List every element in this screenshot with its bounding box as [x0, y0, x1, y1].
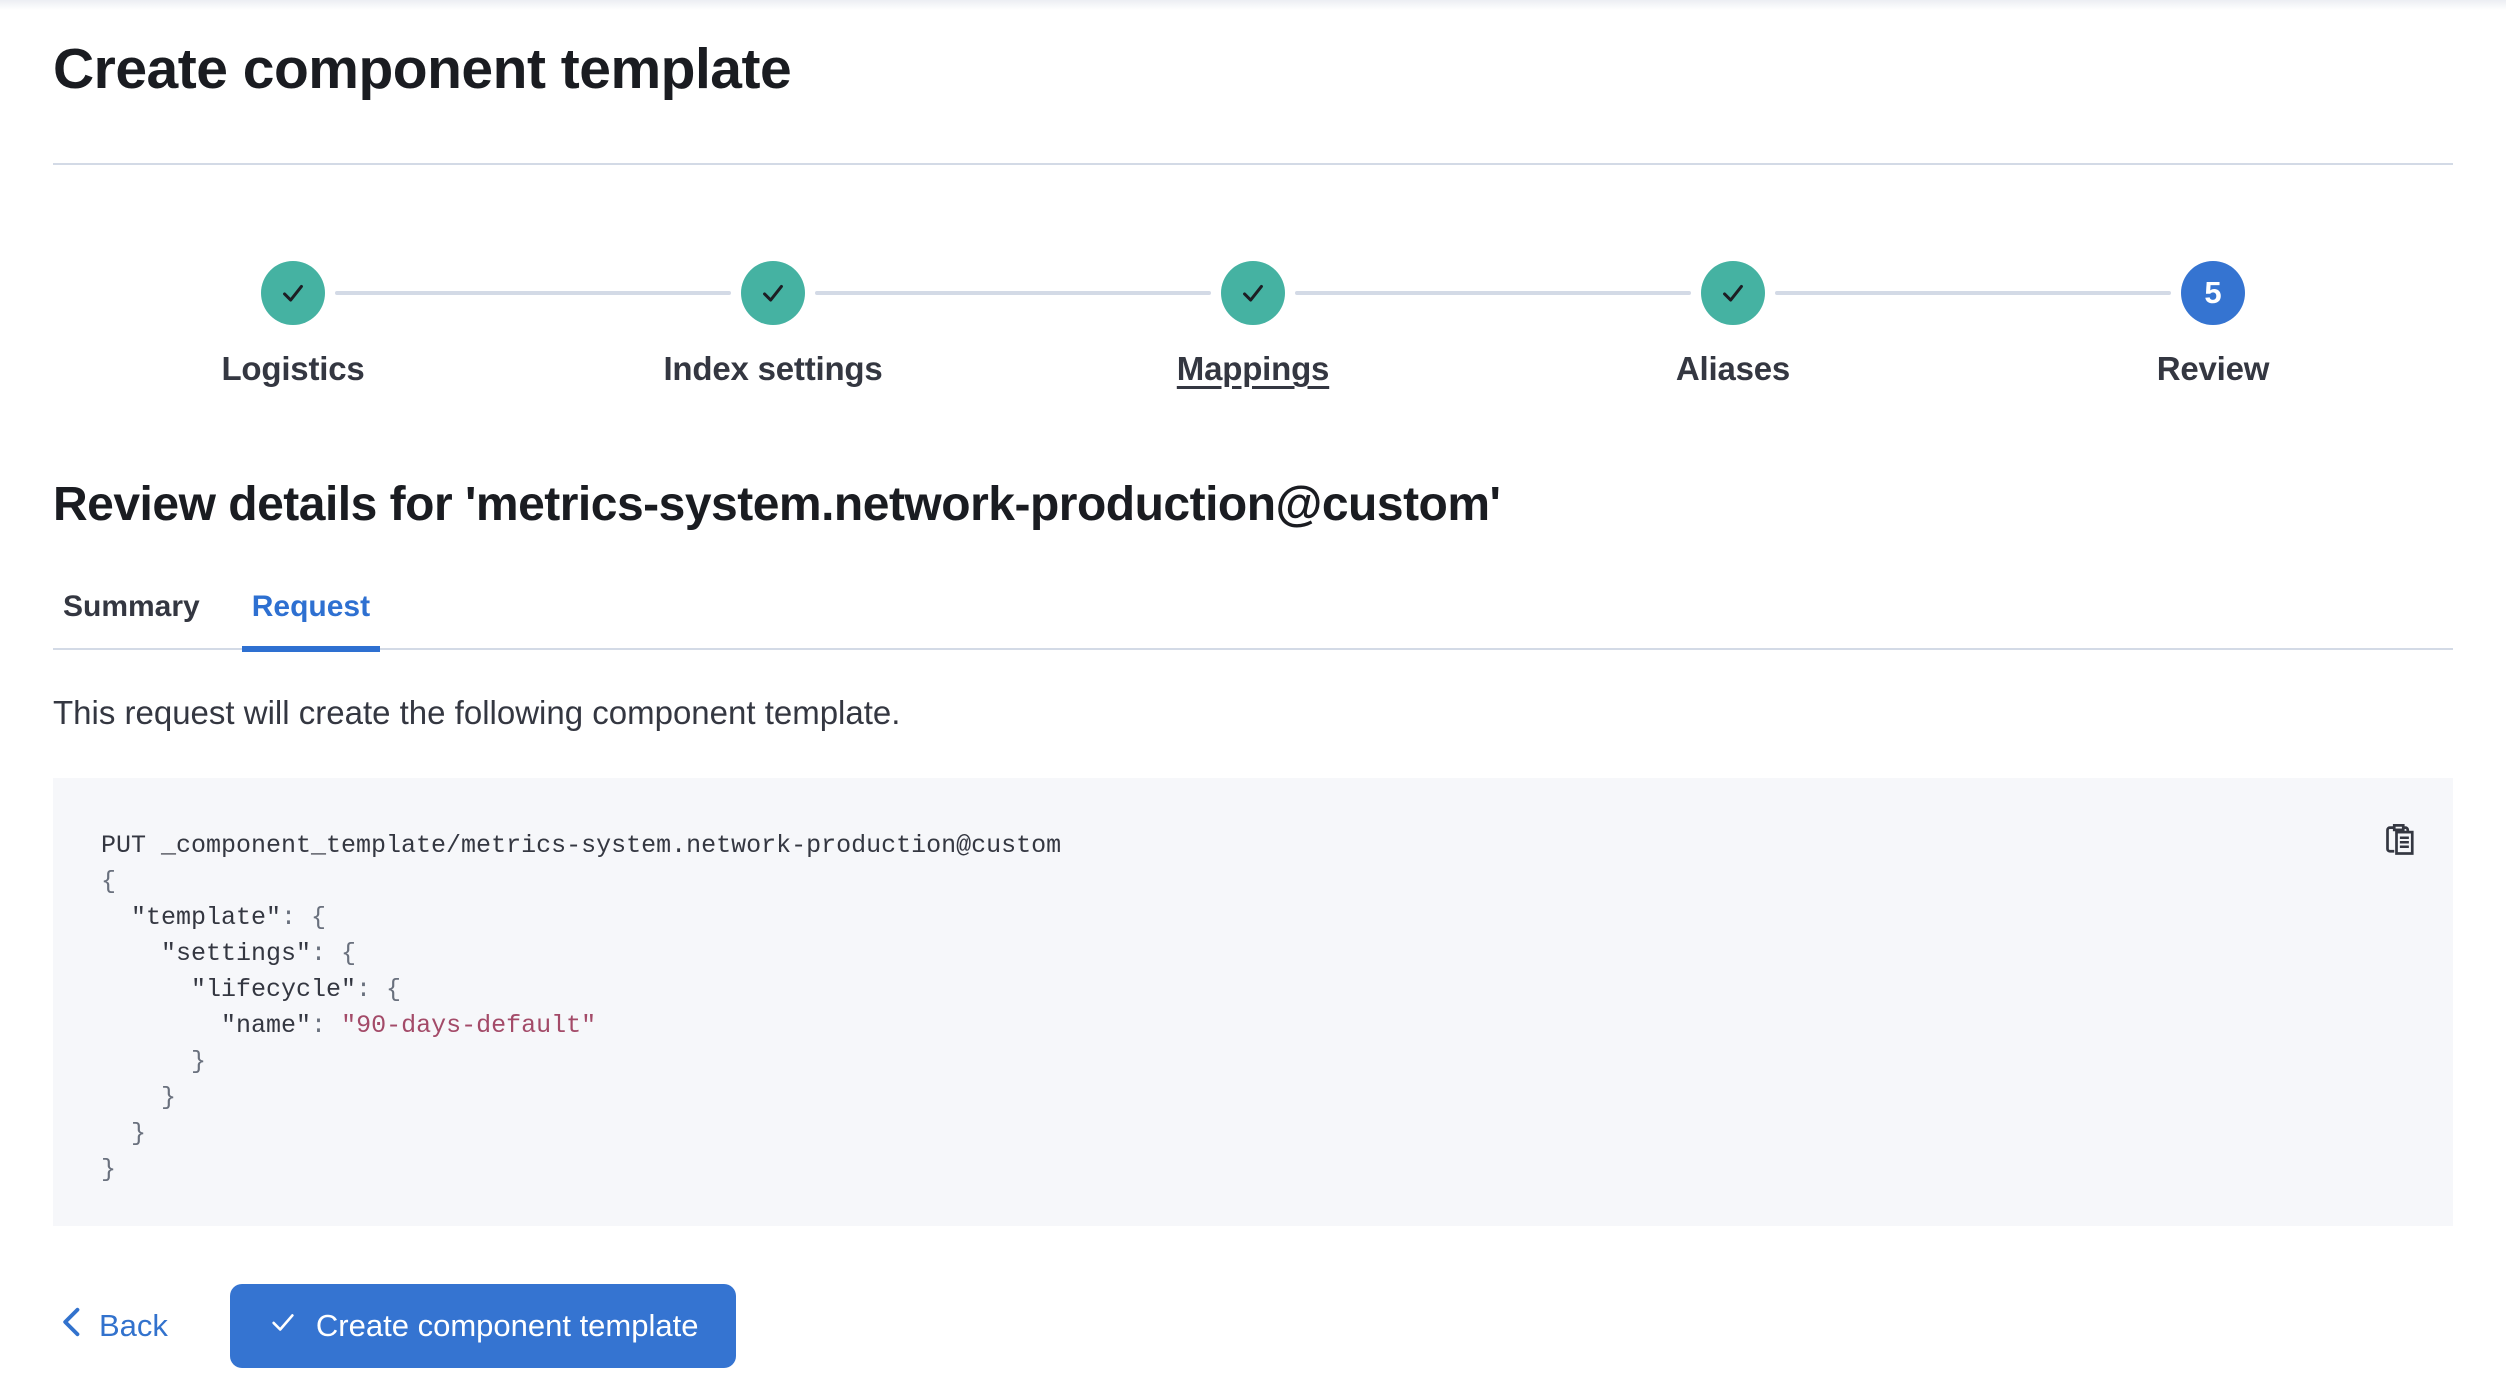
code-line: } [101, 1154, 117, 1184]
step-complete-check-circle[interactable] [1701, 261, 1765, 326]
back-button[interactable]: Back [53, 1297, 174, 1355]
step-label: Logistics [221, 350, 365, 388]
step-complete-check-circle[interactable] [1221, 261, 1285, 326]
create-component-template-button[interactable]: Create component template [229, 1283, 737, 1368]
step-label: Review [2156, 350, 2270, 388]
wizard-footer: Back Create component template [53, 1283, 2453, 1368]
review-details-heading: Review details for 'metrics-system.netwo… [53, 478, 1501, 532]
step-mappings[interactable]: Mappings [815, 261, 1493, 388]
step-connector [815, 291, 1211, 296]
code-line: { [101, 866, 117, 896]
code-line: } [101, 1082, 177, 1112]
code-line: PUT _component_template/metrics-system.n… [101, 830, 1062, 860]
back-button-label: Back [99, 1307, 168, 1343]
check-icon [758, 278, 788, 308]
step-label: Aliases [1675, 350, 1791, 388]
request-code-block: PUT _component_template/metrics-system.n… [53, 777, 2453, 1226]
request-code: PUT _component_template/metrics-system.n… [101, 828, 2405, 1188]
code-line: } [101, 1046, 207, 1076]
step-index-settings[interactable]: Index settings [335, 261, 1013, 388]
top-edge-fade [0, 0, 2506, 10]
check-icon [1238, 278, 1268, 308]
check-icon [268, 1307, 298, 1345]
tab-summary[interactable]: Summary [63, 589, 200, 623]
code-line: "name": "90-days-default" [221, 1010, 597, 1040]
chevron-left-icon [59, 1307, 85, 1345]
copy-to-clipboard-button[interactable] [2381, 822, 2421, 862]
tab-request[interactable]: Request [241, 590, 381, 652]
step-connector [1295, 291, 1691, 296]
step-aliases[interactable]: Aliases [1295, 261, 1973, 388]
step-label: Index settings [663, 350, 883, 388]
step-label: Mappings [1176, 350, 1330, 388]
check-icon [278, 278, 308, 308]
step-connector [335, 291, 731, 296]
title-divider [53, 163, 2453, 166]
check-icon [1718, 278, 1748, 308]
page-title: Create component template [53, 37, 792, 101]
code-line: "settings": { [161, 938, 357, 968]
create-button-label: Create component template [315, 1307, 699, 1343]
code-line: "lifecycle": { [191, 974, 402, 1004]
step-complete-check-circle[interactable] [741, 261, 805, 326]
tab-bar: Summary Request [53, 589, 2453, 652]
request-description: This request will create the following c… [53, 693, 901, 731]
step-connector [1775, 291, 2171, 296]
step-complete-check-circle[interactable] [261, 261, 325, 326]
code-line: } [101, 1118, 147, 1148]
step-number-circle[interactable]: 5 [2181, 261, 2245, 326]
step-logistics[interactable]: Logistics [53, 261, 533, 388]
code-line: "template": { [131, 902, 327, 932]
copy-clipboard-icon [2383, 824, 2419, 861]
